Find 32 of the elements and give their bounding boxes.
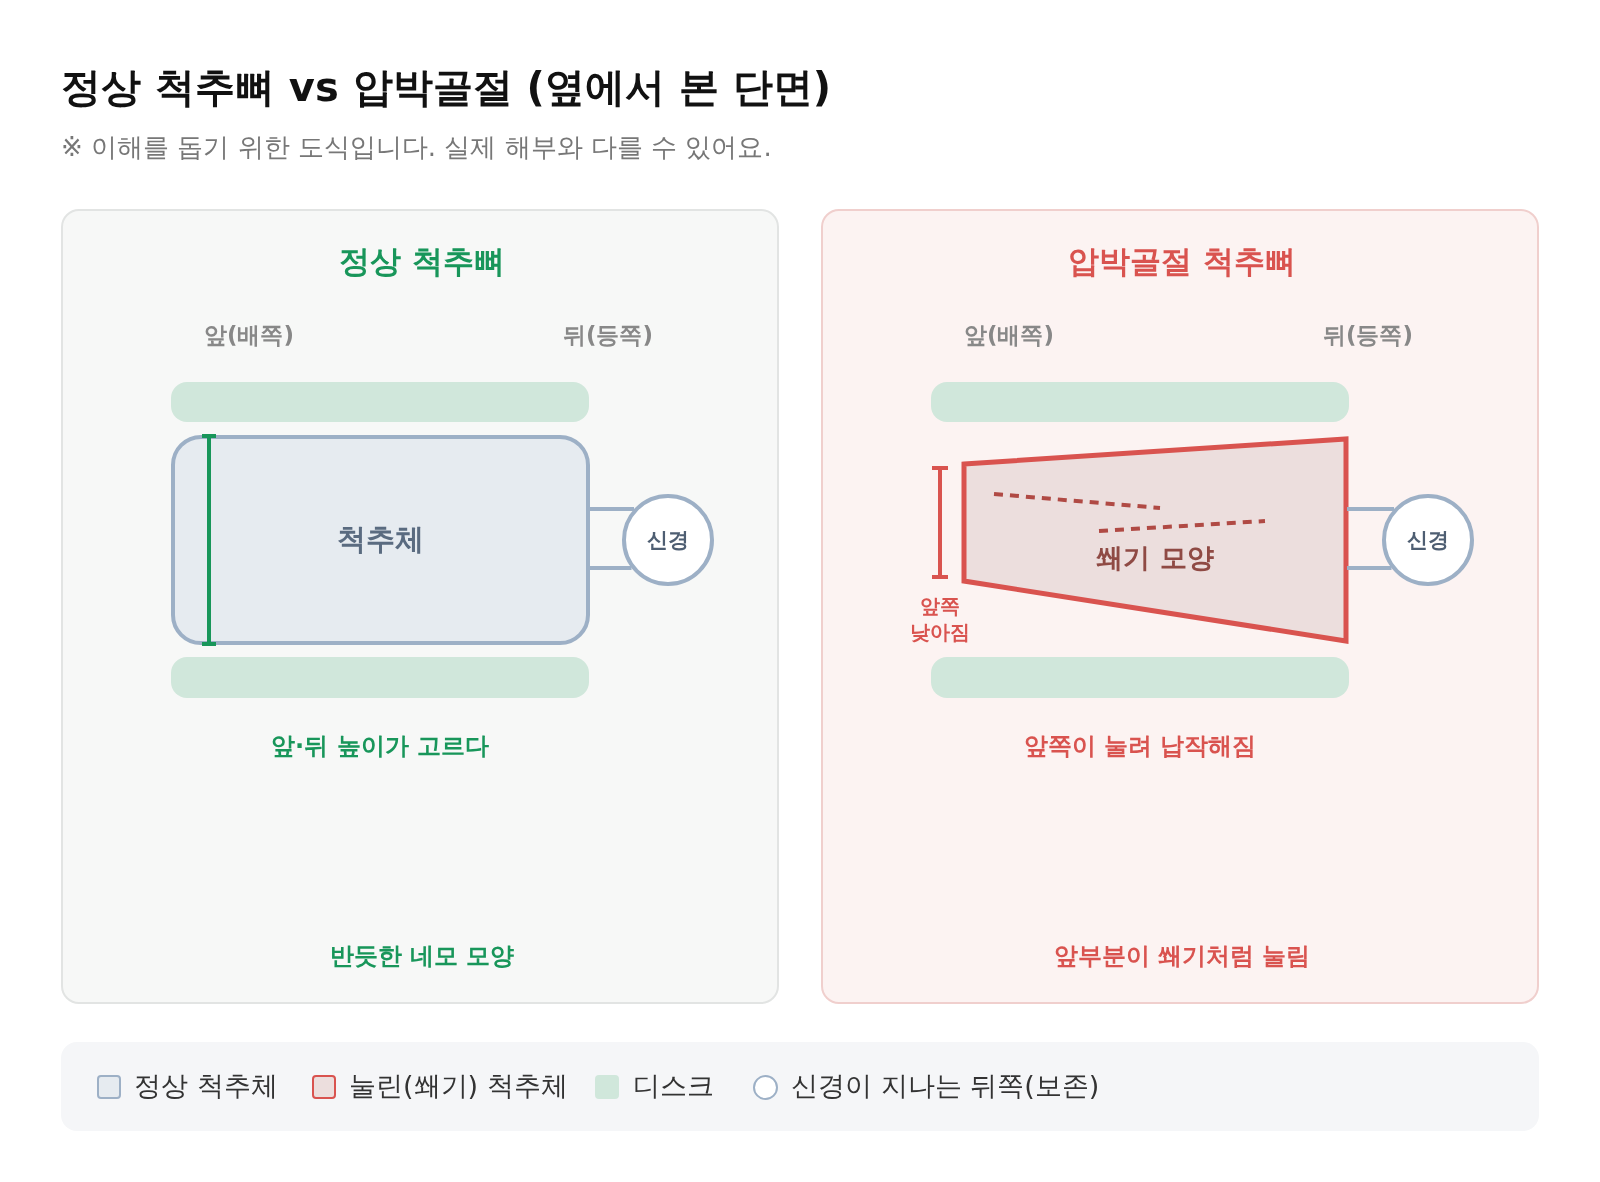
legend-label: 정상 척추체 xyxy=(134,1069,278,1103)
panel-caption: 앞쪽이 눌려 납작해짐 xyxy=(1023,731,1257,762)
connector-line xyxy=(588,566,632,570)
nerve-label: 신경 xyxy=(647,527,689,554)
legend-label: 신경이 지나는 뒤쪽(보존) xyxy=(791,1069,1100,1103)
connector-line xyxy=(1347,507,1394,511)
side-label: 뒤(등쪽) xyxy=(563,320,653,350)
nerve-label: 신경 xyxy=(1407,527,1449,554)
side-note: 앞쪽 낮아짐 xyxy=(910,593,970,645)
panel-note: 앞부분이 쐐기처럼 눌림 xyxy=(1053,941,1311,972)
disc-bar xyxy=(171,657,589,698)
title: 정상 척추뼈 vs 압박골절 (옆에서 본 단면) xyxy=(61,63,831,112)
disc-bar xyxy=(171,382,589,422)
disc-bar xyxy=(931,657,1349,698)
panel xyxy=(821,209,1539,1004)
legend-label: 눌린(쐐기) 척추체 xyxy=(349,1069,568,1103)
disc-bar xyxy=(931,382,1349,422)
side-label: 앞(배쪽) xyxy=(964,320,1054,350)
vertebra-box xyxy=(171,435,590,645)
side-label: 뒤(등쪽) xyxy=(1323,320,1413,350)
legend-label: 디스크 xyxy=(633,1069,714,1103)
wedge-label: 쐐기 모양 xyxy=(1096,541,1214,575)
panel-caption: 앞·뒤 높이가 고르다 xyxy=(271,731,489,762)
connector-line xyxy=(588,507,634,511)
panel-heading: 정상 척추뼈 xyxy=(339,242,505,281)
subtitle: ※ 이해를 돕기 위한 도식입니다. 실제 해부와 다를 수 있어요. xyxy=(61,131,772,164)
panel-heading: 압박골절 척추뼈 xyxy=(1068,242,1296,281)
connector-line xyxy=(1347,566,1392,570)
panel xyxy=(61,209,779,1004)
side-label: 앞(배쪽) xyxy=(204,320,294,350)
vertebra-label: 척추체 xyxy=(337,521,424,558)
panel-note: 반듯한 네모 모양 xyxy=(329,941,515,972)
